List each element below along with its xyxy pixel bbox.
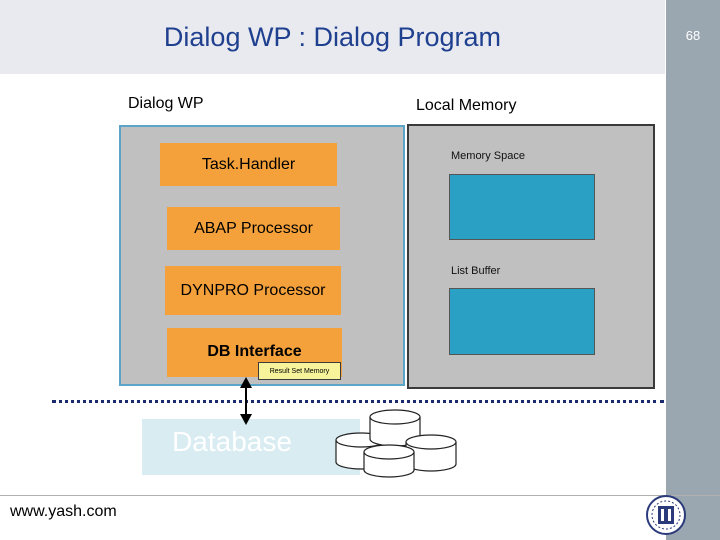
database-panel	[142, 419, 360, 475]
yash-logo-icon	[646, 495, 686, 535]
db-connection-arrow	[240, 377, 252, 425]
dialog-wp-label: Dialog WP	[128, 95, 204, 112]
list-buffer-box	[449, 288, 595, 355]
dynpro-processor-box: DYNPRO Processor	[165, 266, 341, 315]
page-number: 68	[685, 28, 701, 43]
footer-url: www.yash.com	[10, 503, 117, 520]
database-label: Database	[172, 426, 292, 457]
slide-title: Dialog WP : Dialog Program	[163, 22, 502, 52]
title-bar	[0, 0, 665, 74]
dotted-separator-line	[52, 400, 664, 403]
result-set-memory-box: Result Set Memory	[258, 362, 341, 380]
list-buffer-label: List Buffer	[451, 265, 501, 277]
database-disks-icon	[335, 409, 457, 478]
memory-space-box	[449, 174, 595, 240]
abap-processor-box: ABAP Processor	[167, 207, 340, 250]
footer-divider	[0, 495, 720, 496]
local-memory-label: Local Memory	[416, 97, 517, 114]
task-handler-box: Task.Handler	[160, 143, 337, 186]
memory-space-label: Memory Space	[451, 150, 525, 162]
right-side-strip	[666, 0, 720, 540]
